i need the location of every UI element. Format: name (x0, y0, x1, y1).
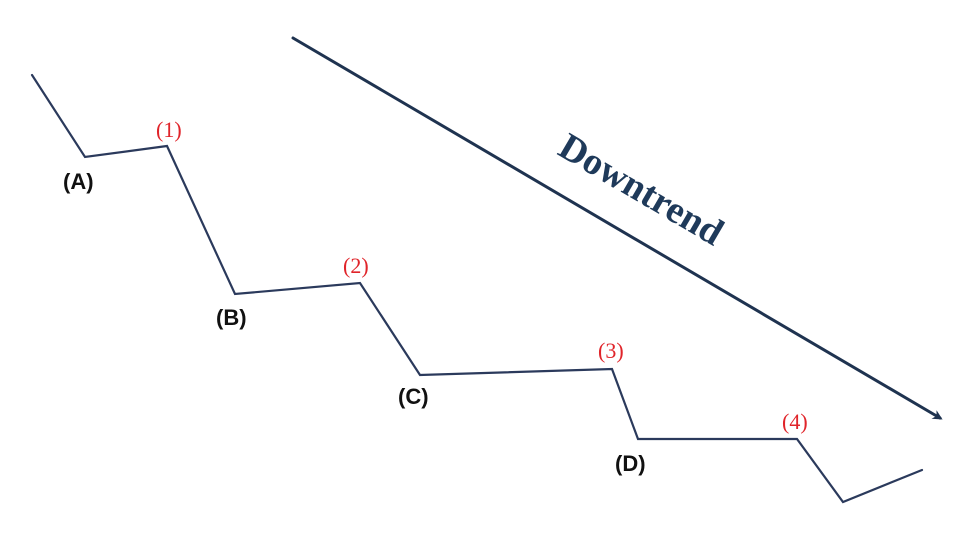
downtrend-arrow (291, 36, 943, 420)
price-zigzag-line (30, 73, 924, 504)
swing-low-label-d: (D) (615, 451, 646, 476)
swing-high-label-3: (3) (598, 338, 624, 363)
downtrend-label: Downtrend (552, 125, 731, 254)
swing-high-label-1: (1) (156, 117, 182, 142)
swing-low-label-a: (A) (63, 169, 94, 194)
swing-high-label-2: (2) (343, 253, 369, 278)
swing-low-label-c: (C) (398, 384, 429, 409)
swing-high-label-4: (4) (782, 409, 808, 434)
swing-low-label-b: (B) (216, 305, 247, 330)
